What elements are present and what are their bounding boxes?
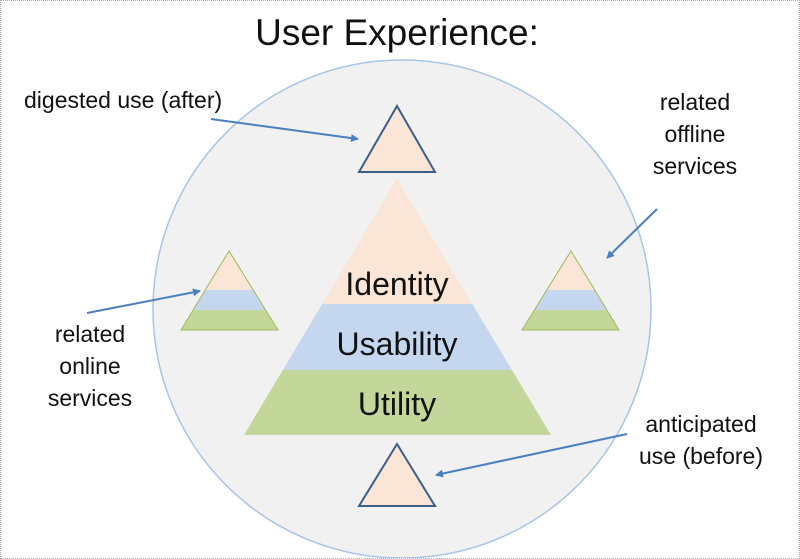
- offline-services-label: related offline services: [653, 89, 737, 179]
- utility-layer: [244, 370, 551, 435]
- usability-label: Usability: [337, 326, 458, 362]
- svg-text:services: services: [48, 385, 132, 411]
- anticipated-use-triangle: [357, 442, 437, 507]
- arrow-anticipated-use: [435, 433, 628, 478]
- arrow-online-services: [86, 288, 201, 314]
- digested-use-triangle: [357, 103, 437, 173]
- utility-label: Utility: [358, 386, 436, 422]
- anticipated-use-label: anticipated use (before): [639, 411, 763, 469]
- online-services-label: related online services: [48, 321, 132, 411]
- arrow-digested-use: [210, 118, 359, 143]
- svg-text:related: related: [55, 321, 125, 347]
- svg-text:use (before): use (before): [639, 443, 763, 469]
- digested-use-label: digested use (after): [24, 87, 222, 113]
- svg-text:offline: offline: [665, 121, 726, 147]
- svg-text:online: online: [59, 353, 120, 379]
- svg-text:anticipated: anticipated: [645, 411, 756, 437]
- svg-text:services: services: [653, 153, 737, 179]
- arrow-offline-services: [606, 208, 658, 259]
- svg-text:related: related: [660, 89, 730, 115]
- identity-label: Identity: [345, 266, 448, 302]
- page-title: User Experience:: [255, 12, 539, 53]
